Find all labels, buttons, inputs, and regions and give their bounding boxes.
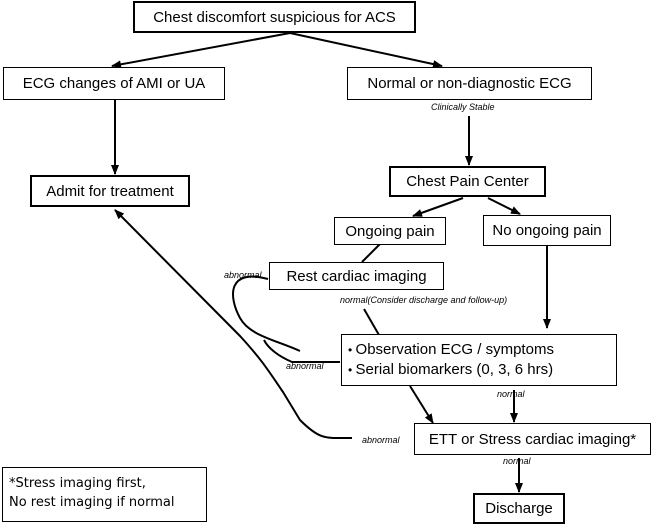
arrow-obs-to-ett-left: [409, 385, 434, 424]
node-ett-stress: ETT or Stress cardiac imaging*: [414, 423, 651, 455]
observation-ecg-item: Observation ECG / symptoms: [348, 340, 554, 360]
footnote-line-1: *Stress imaging first,: [9, 476, 146, 491]
label-normal-ett: normal: [503, 456, 531, 466]
line-ongoing-to-rest: [361, 243, 381, 263]
label-abnormal-obs: abnormal: [286, 361, 324, 371]
node-rest-imaging: Rest cardiac imaging: [269, 262, 444, 290]
label-abnormal-ett: abnormal: [362, 435, 400, 445]
bracket-rest-abnormal: [232, 275, 301, 352]
node-no-ongoing-pain: No ongoing pain: [483, 215, 611, 246]
arrow-to-ecg-changes: [111, 32, 291, 69]
node-normal-ecg: Normal or non-diagnostic ECG: [347, 67, 592, 100]
label-abnormal-rest: abnormal: [224, 270, 262, 280]
node-ecg-changes: ECG changes of AMI or UA: [3, 67, 225, 100]
serial-biomarkers-item: Serial biomarkers (0, 3, 6 hrs): [348, 360, 554, 380]
node-chest-discomfort: Chest discomfort suspicious for ACS: [133, 1, 416, 33]
arrow-abnormal-to-admit: [114, 209, 353, 440]
arrow-to-ongoing-pain: [412, 197, 464, 217]
node-discharge: Discharge: [473, 493, 565, 524]
footnote-line-2: No rest imaging if normal: [9, 495, 175, 510]
label-normal-rest: normal(Consider discharge and follow-up): [340, 295, 508, 305]
label-normal-obs: normal: [497, 389, 525, 399]
line-rest-to-observation: [363, 308, 380, 336]
bracket-obs-abnormal: [263, 339, 340, 363]
node-ongoing-pain: Ongoing pain: [334, 217, 446, 245]
node-chest-pain-center: Chest Pain Center: [389, 166, 546, 197]
footnote-box: *Stress imaging first, No rest imaging i…: [2, 467, 207, 522]
arrow-to-normal-ecg: [289, 32, 443, 68]
node-observation: Observation ECG / symptoms Serial biomar…: [341, 334, 617, 386]
node-admit: Admit for treatment: [30, 175, 190, 207]
label-clinically-stable: Clinically Stable: [431, 102, 495, 112]
arrow-to-no-ongoing-pain: [487, 197, 521, 215]
